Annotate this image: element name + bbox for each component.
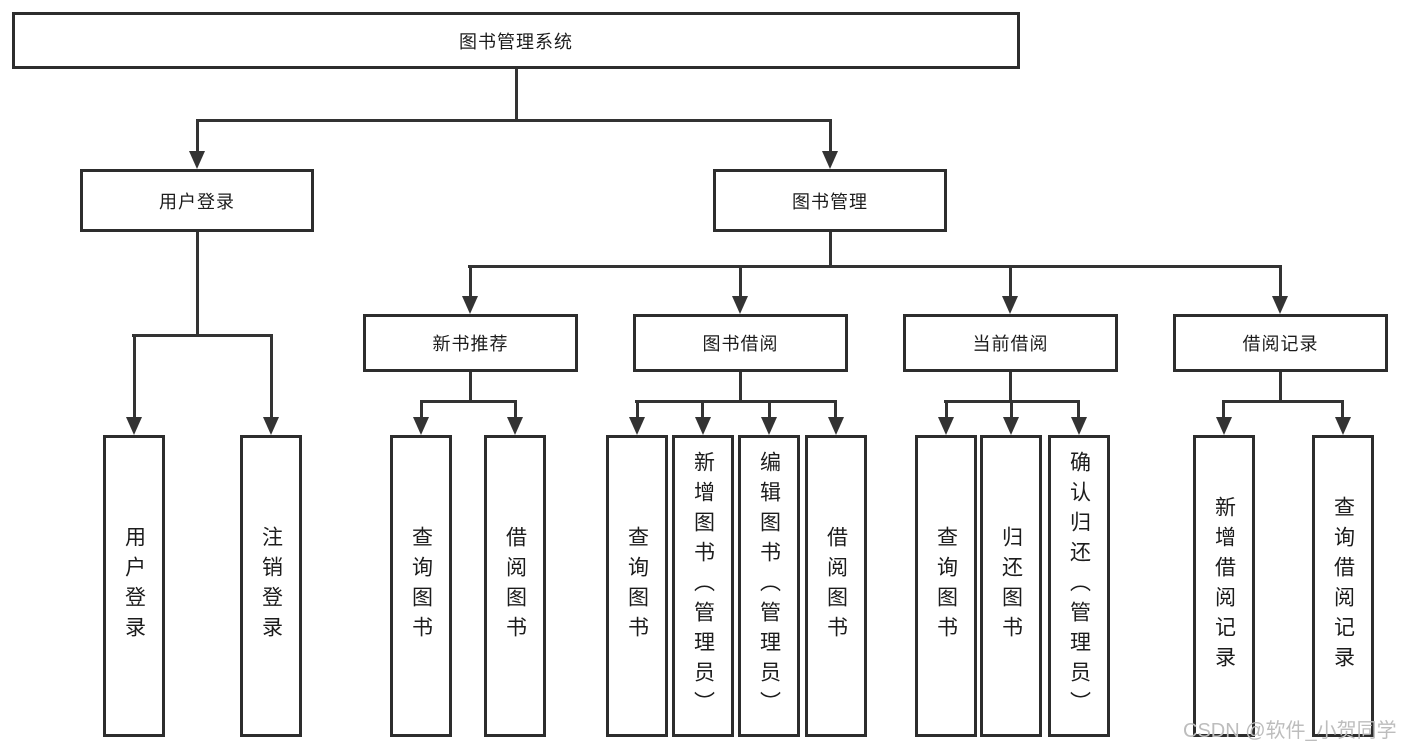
node-cb-query: 查询图书	[915, 435, 977, 737]
node-current-borrow: 当前借阅	[903, 314, 1118, 372]
arrowhead-icon	[1272, 296, 1288, 314]
arrowhead-icon	[822, 151, 838, 169]
arrowhead-icon	[413, 417, 429, 435]
arrowhead-icon	[462, 296, 478, 314]
connector-line	[468, 265, 1281, 268]
arrowhead-icon	[938, 417, 954, 435]
arrowhead-icon	[1071, 417, 1087, 435]
connector-line	[469, 265, 472, 298]
connector-line	[739, 371, 742, 403]
arrowhead-icon	[1335, 417, 1351, 435]
node-nbr-borrow: 借阅图书	[484, 435, 546, 737]
connector-line	[270, 334, 273, 418]
node-logout-leaf: 注销登录	[240, 435, 302, 737]
arrowhead-icon	[1003, 417, 1019, 435]
connector-line	[420, 400, 423, 419]
connector-line	[1222, 400, 1344, 403]
connector-line	[1222, 400, 1225, 419]
connector-line	[1010, 400, 1013, 419]
arrowhead-icon	[629, 417, 645, 435]
connector-line	[1009, 371, 1012, 403]
connector-line	[196, 119, 832, 122]
connector-line	[739, 265, 742, 298]
connector-line	[834, 400, 837, 419]
connector-line	[514, 400, 517, 419]
connector-line	[132, 334, 272, 337]
arrowhead-icon	[507, 417, 523, 435]
connector-line	[133, 334, 136, 418]
arrowhead-icon	[828, 417, 844, 435]
arrowhead-icon	[263, 417, 279, 435]
connector-line	[469, 371, 472, 403]
connector-line	[1341, 400, 1344, 419]
connector-line	[1279, 265, 1282, 298]
arrowhead-icon	[189, 151, 205, 169]
node-br-add: 新增借阅记录	[1193, 435, 1255, 737]
node-cb-confirm: 确认归还（管理员）	[1048, 435, 1110, 737]
node-book-mgmt: 图书管理	[713, 169, 947, 232]
node-nbr-query: 查询图书	[390, 435, 452, 737]
connector-line	[1279, 371, 1282, 403]
node-cb-return: 归还图书	[980, 435, 1042, 737]
node-bb-edit: 编辑图书（管理员）	[738, 435, 800, 737]
node-bb-add: 新增图书（管理员）	[672, 435, 734, 737]
arrowhead-icon	[1002, 296, 1018, 314]
connector-line	[196, 231, 199, 336]
connector-line	[515, 68, 518, 121]
node-login-leaf: 用户登录	[103, 435, 165, 737]
connector-line	[701, 400, 704, 419]
connector-line	[636, 400, 639, 419]
arrowhead-icon	[695, 417, 711, 435]
csdn-watermark: CSDN @软件_小贺同学	[1183, 720, 1397, 742]
connector-line	[945, 400, 948, 419]
node-bb-query: 查询图书	[606, 435, 668, 737]
arrowhead-icon	[126, 417, 142, 435]
connector-line	[196, 119, 199, 153]
connector-line	[420, 400, 516, 403]
arrowhead-icon	[1216, 417, 1232, 435]
connector-line	[1077, 400, 1080, 419]
connector-line	[1009, 265, 1012, 298]
connector-line	[635, 400, 837, 403]
node-book-borrow: 图书借阅	[633, 314, 848, 372]
node-br-query: 查询借阅记录	[1312, 435, 1374, 737]
arrowhead-icon	[732, 296, 748, 314]
node-new-book-rec: 新书推荐	[363, 314, 578, 372]
node-root: 图书管理系统	[12, 12, 1020, 69]
connector-line	[768, 400, 771, 419]
connector-line	[829, 119, 832, 153]
connector-line	[829, 231, 832, 268]
node-user-login: 用户登录	[80, 169, 314, 232]
node-bb-borrow: 借阅图书	[805, 435, 867, 737]
node-borrow-record: 借阅记录	[1173, 314, 1388, 372]
arrowhead-icon	[761, 417, 777, 435]
